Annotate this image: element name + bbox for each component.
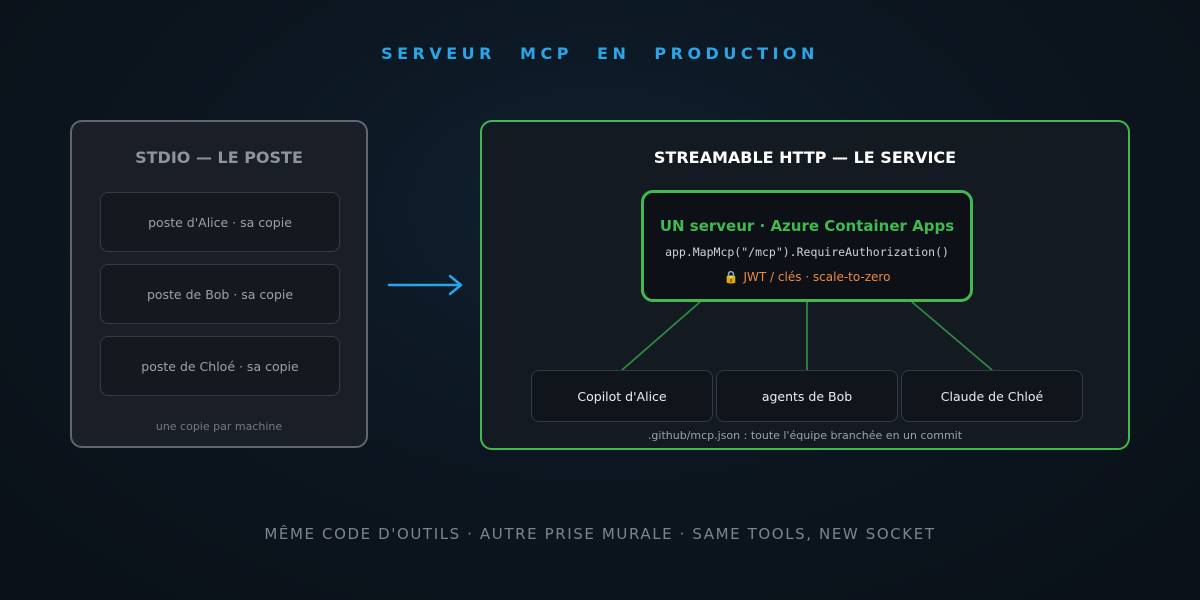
stdio-panel: STDIO — LE POSTE poste d'Alice · sa copi… [70, 120, 368, 448]
lock-icon: 🔒 [723, 270, 739, 284]
connector-alice [621, 301, 701, 371]
page-title: SERVEUR MCP EN PRODUCTION [381, 44, 819, 63]
server-node: UN serveur · Azure Container Apps app.Ma… [641, 190, 973, 302]
connector-chloe [911, 301, 993, 371]
client-alice: Copilot d'Alice [531, 370, 713, 422]
bottom-caption: MÊME CODE D'OUTILS · AUTRE PRISE MURALE … [264, 525, 936, 543]
server-title: UN serveur · Azure Container Apps [659, 217, 955, 235]
client-chloe: Claude de Chloé [901, 370, 1083, 422]
http-panel: STREAMABLE HTTP — LE SERVICE UN serveur … [480, 120, 1130, 450]
stdio-footer: une copie par machine [155, 420, 283, 433]
http-title: STREAMABLE HTTP — LE SERVICE [653, 148, 957, 167]
client-bob: agents de Bob [716, 370, 898, 422]
server-code: app.MapMcp("/mcp").RequireAuthorization(… [665, 245, 949, 259]
right-arrow-icon [387, 274, 463, 296]
stdio-item-alice: poste d'Alice · sa copie [100, 192, 340, 252]
http-footer: .github/mcp.json : toute l'équipe branch… [647, 429, 963, 442]
stdio-title: STDIO — LE POSTE [135, 148, 303, 167]
stdio-item-chloe: poste de Chloé · sa copie [100, 336, 340, 396]
server-auth: 🔒 JWT / clés · scale-to-zero [644, 270, 970, 284]
server-auth-text: JWT / clés · scale-to-zero [743, 270, 891, 284]
connector-lines [621, 301, 993, 371]
stdio-item-bob: poste de Bob · sa copie [100, 264, 340, 324]
